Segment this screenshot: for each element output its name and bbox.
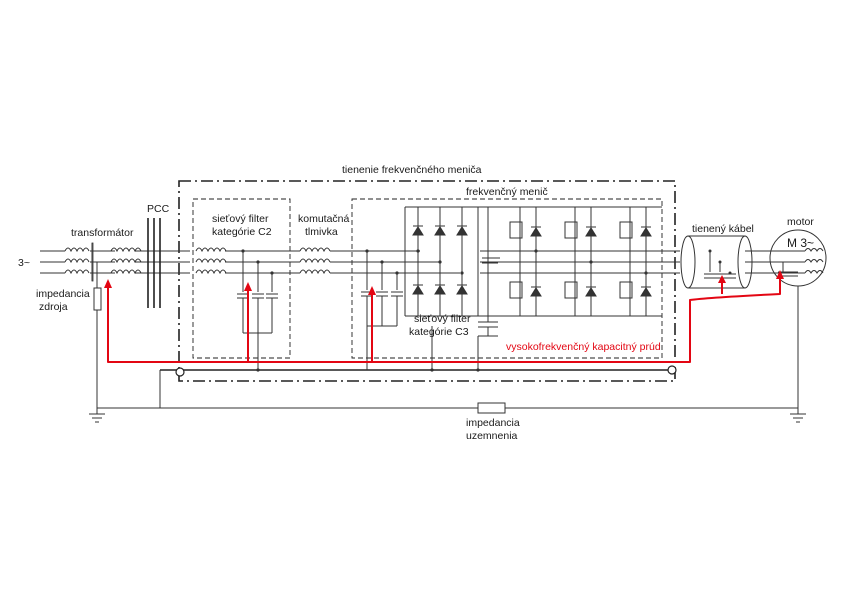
filter-c3-label-2: kategórie C3 (409, 326, 469, 338)
inverter-igbts (509, 207, 652, 316)
converter-box (351, 198, 663, 359)
dc-link (477, 206, 662, 337)
hf-current-label: vysokofrekvenčný kapacitný prúd (506, 341, 661, 353)
filter-c2-box (192, 198, 291, 359)
converter-shield-boundary (178, 180, 676, 382)
pcc-bars (147, 218, 161, 308)
filter-c2-coils (195, 247, 227, 275)
shielded-cable (680, 235, 753, 289)
ground-impedance-label-2: uzemnenia (466, 430, 518, 442)
phase-lines (40, 250, 770, 274)
transformer-primary-coils (64, 247, 90, 275)
hf-current-path (104, 270, 784, 363)
commutation-choke-coils (299, 247, 331, 275)
source-impedance-label-2: zdroja (39, 301, 68, 313)
ground-rail (97, 325, 798, 414)
motor-symbol (769, 229, 827, 408)
transformer-secondary-coils (110, 247, 142, 275)
filter-c2-label-2: kategórie C2 (212, 226, 272, 238)
filter-c2-capacitors (237, 249, 278, 368)
source-impedance-label-1: impedancia (36, 288, 90, 300)
converter-label: frekvenčný menič (466, 186, 548, 198)
source-phase-label: 3~ (18, 257, 30, 269)
enclosure-label: tienenie frekvenčného meniča (342, 164, 482, 176)
rectifier-bridge (404, 206, 488, 317)
ground-symbol-left (89, 408, 105, 423)
pcc-label: PCC (147, 203, 170, 215)
filter-c3-capacitors (361, 249, 403, 326)
ground-impedance-label-1: impedancia (466, 417, 520, 429)
choke-label-2: tlmivka (305, 226, 338, 238)
ground-symbol-right (790, 408, 806, 423)
motor-label: motor (787, 216, 814, 228)
transformer-label: transformátor (71, 227, 134, 239)
motor-symbol-label: M 3~ (787, 236, 814, 250)
filter-c3-label-1: sieťový filter (414, 313, 471, 325)
cable-label: tienený kábel (692, 223, 754, 235)
choke-label-1: komutačná (298, 213, 350, 225)
filter-c2-label-1: sieťový filter (212, 213, 269, 225)
source-impedance-resistor (93, 262, 102, 408)
